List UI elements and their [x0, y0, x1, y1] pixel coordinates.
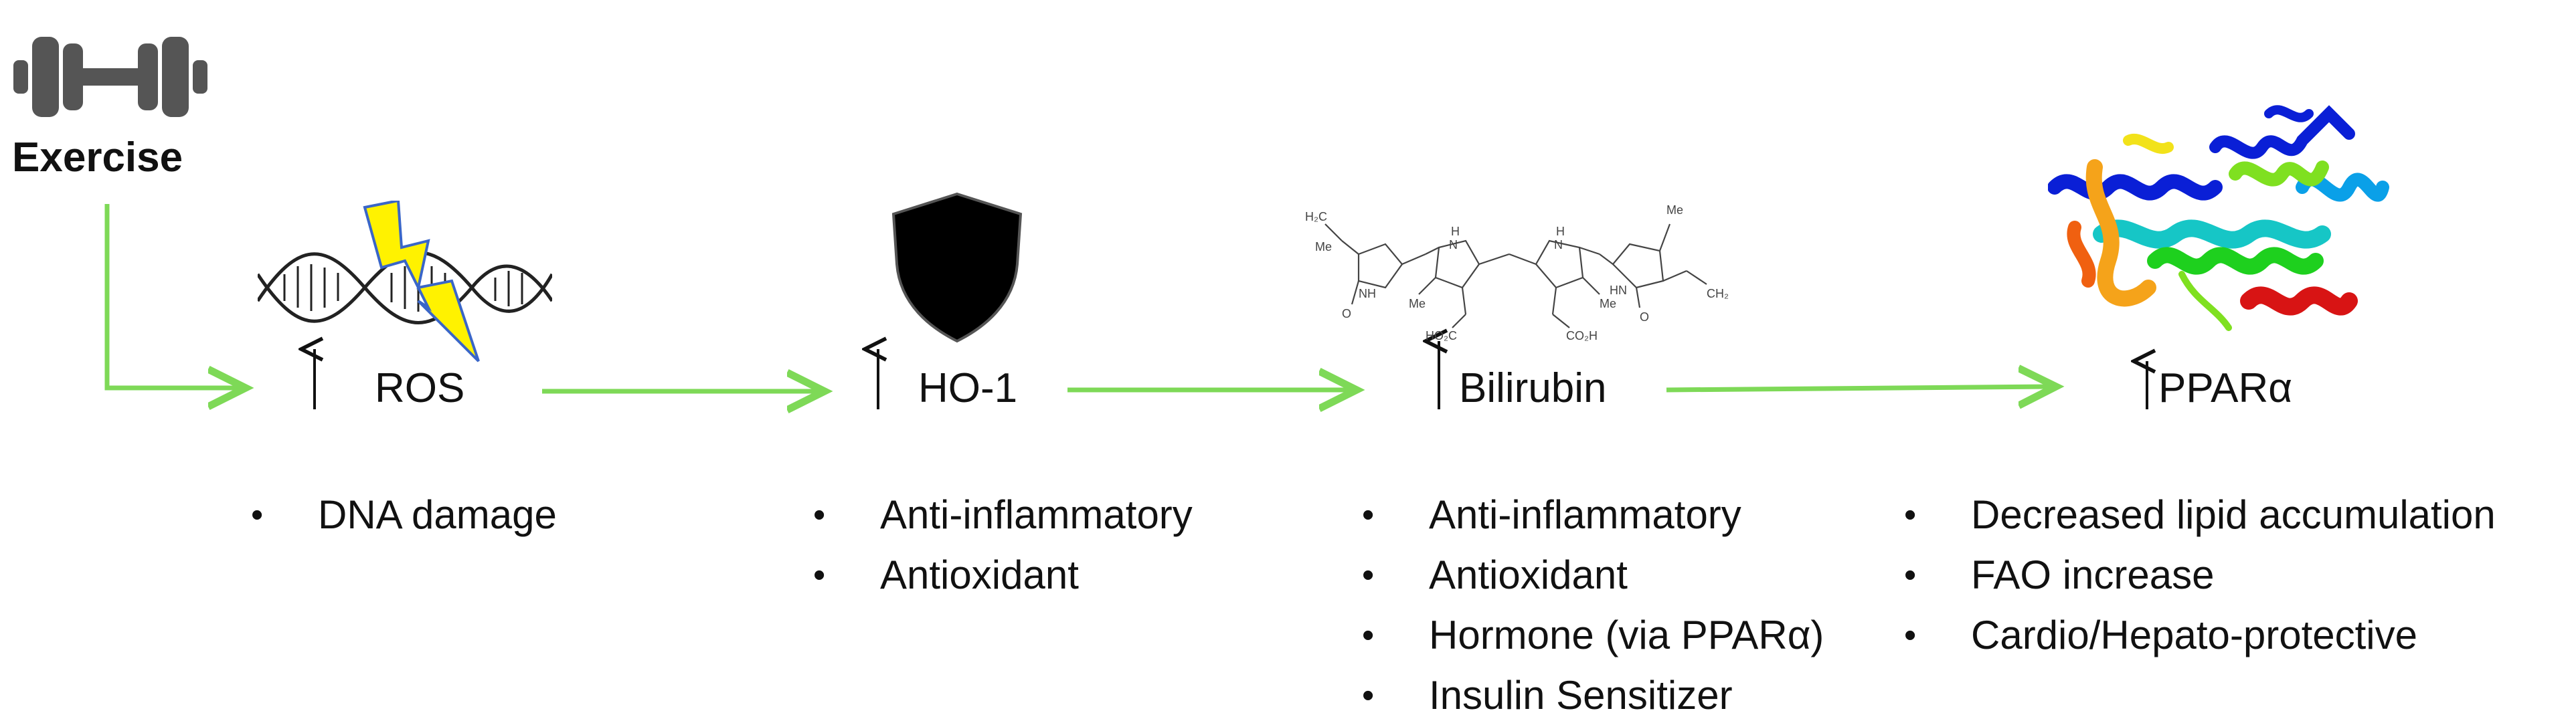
ppar-alpha-protein-icon	[2048, 105, 2389, 331]
bilirubin-structure-icon: H₂C Me NH O H N Me HO₂C H N CO₂H Me HN M…	[1305, 203, 1729, 342]
list-item: Anti-inflammatory	[1362, 485, 1824, 545]
dumbbell-icon	[13, 37, 207, 117]
shield-icon	[891, 192, 1023, 343]
exercise-label: Exercise	[12, 134, 183, 181]
list-item: DNA damage	[251, 485, 557, 545]
list-item: Insulin Sensitizer	[1362, 665, 1824, 726]
list-item: Hormone (via PPARα)	[1362, 605, 1824, 665]
list-item: FAO increase	[1904, 545, 2496, 605]
mol-hn-right: HN	[1610, 284, 1627, 297]
dna-damage-icon	[258, 201, 552, 362]
mol-h2c: H₂C	[1305, 210, 1327, 223]
list-item: Cardio/Hepato-protective	[1904, 605, 2496, 665]
ppara-label: PPARα	[2158, 365, 2293, 411]
mol-co2h: CO₂H	[1566, 329, 1598, 342]
ros-effects-list: DNA damage	[251, 485, 557, 545]
ho1-label: HO-1	[918, 365, 1018, 411]
list-item: Antioxidant	[813, 545, 1193, 605]
mol-h-right: H	[1556, 225, 1565, 238]
list-item: Decreased lipid accumulation	[1904, 485, 2496, 545]
mol-o-left: O	[1342, 307, 1351, 320]
mol-ho2c: HO₂C	[1426, 329, 1457, 342]
mol-me-mid-left: Me	[1409, 297, 1426, 310]
arrow-bilirubin-to-ppara	[1666, 387, 2051, 390]
ros-label: ROS	[375, 365, 465, 411]
bilirubin-effects-list: Anti-inflammatory Antioxidant Hormone (v…	[1362, 485, 1824, 726]
mol-n-right: N	[1554, 238, 1563, 251]
mol-me-left: Me	[1315, 240, 1332, 253]
list-item: Anti-inflammatory	[813, 485, 1193, 545]
ho1-effects-list: Anti-inflammatory Antioxidant	[813, 485, 1193, 605]
ppara-effects-list: Decreased lipid accumulation FAO increas…	[1904, 485, 2496, 665]
mol-h-left: H	[1451, 225, 1460, 238]
list-item: Antioxidant	[1362, 545, 1824, 605]
mol-nh-left: NH	[1359, 287, 1376, 300]
arrow-exercise-to-ros	[104, 204, 241, 388]
mol-o-right: O	[1640, 310, 1649, 324]
mol-me-top: Me	[1666, 203, 1683, 217]
mol-me-mid-right: Me	[1600, 297, 1616, 310]
bilirubin-label: Bilirubin	[1459, 365, 1607, 411]
mol-n-left: N	[1449, 238, 1458, 251]
mol-ch2: CH₂	[1707, 287, 1729, 300]
